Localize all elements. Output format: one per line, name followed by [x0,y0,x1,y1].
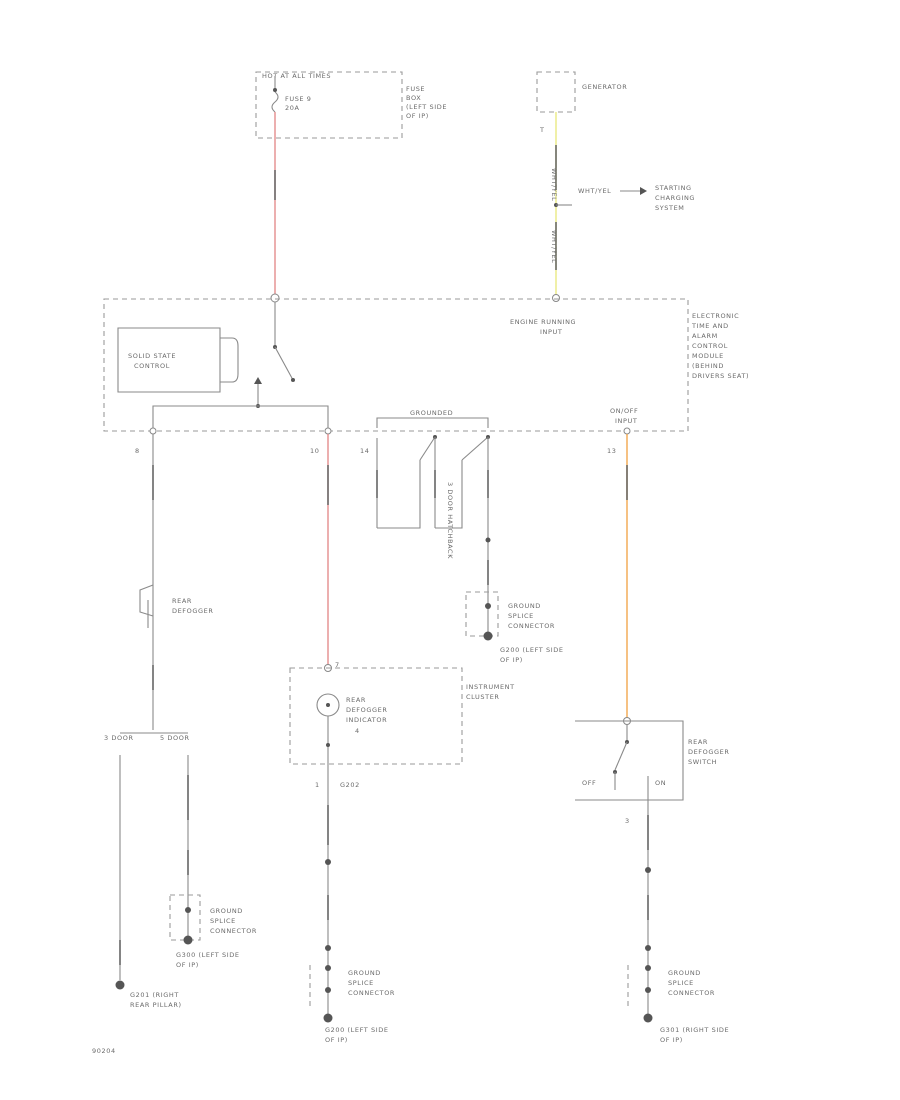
ground-splice-d-1: GROUND [668,969,701,977]
inst-cluster-label-2: CLUSTER [466,693,500,701]
switch-label-2: DEFOGGER [688,748,729,756]
starting-label-2: CHARGING [655,194,695,202]
ground-splice-b-1: GROUND [348,969,381,977]
etac-label-1: ELECTRONIC [692,312,739,320]
g301-label-2: OF IP) [660,1036,683,1044]
solid-state-control [117,327,221,393]
fuse-box-label-2: BOX [406,94,421,102]
inst-pin-label: 7 [335,661,340,669]
switch-label-3: SWITCH [688,758,717,766]
fuse-box-label-1: FUSE [406,85,425,93]
switch-off-label: OFF [582,779,596,787]
ground-splice-a-1: GROUND [210,907,243,915]
ground-splice-c-2: SPLICE [508,612,534,620]
engine-running-label-1: ENGINE RUNNING [510,318,576,326]
figure-code: 90204 [92,1047,116,1055]
fuse-box-label-3: (LEFT SIDE [406,103,447,111]
rear-defogger-grid: REAR DEFOGGER 3 DOOR 5 DOOR [104,434,213,742]
etac-label-7: DRIVERS SEAT) [692,372,749,380]
pin-13-label: 13 [607,447,616,455]
g200-mid-label-1: G200 (LEFT SIDE [500,646,564,654]
rear-defogger-label-2: DEFOGGER [172,607,213,615]
g300-label-1: G300 (LEFT SIDE [176,951,240,959]
g201-label-2: REAR PILLAR) [130,1001,182,1009]
control-module: ENGINE RUNNING INPUT ELECTRONIC TIME AND… [103,298,749,432]
etac-label-3: ALARM [692,332,718,340]
wire-color-label-2: WHT/YEL [550,230,558,263]
inst-cluster-label-1: INSTRUMENT [466,683,515,691]
pin-8-label: 8 [135,447,140,455]
ground-splice-c-1: GROUND [508,602,541,610]
indicator-label-2: DEFOGGER [346,706,387,714]
switch-pin-label: 3 [625,817,630,825]
pin-10-label: 10 [310,447,319,455]
etac-label-2: TIME AND [691,322,729,330]
g301-label-1: G301 (RIGHT SIDE [660,1026,729,1034]
indicator-label-4: 4 [355,727,360,735]
generator-label: GENERATOR [582,83,627,91]
split-5-door-label: 5 DOOR [160,734,190,742]
hot-at-all-times-label: HOT AT ALL TIMES [262,72,331,80]
g201-label-1: G201 (RIGHT [130,991,179,999]
switch-on-label: ON [655,779,666,787]
ground-splice-b-3: CONNECTOR [348,989,395,997]
ground-splice-c-3: CONNECTOR [508,622,555,630]
fuse-box-label-4: OF IP) [406,112,429,120]
ground-splice-d-3: CONNECTOR [668,989,715,997]
rear-defogger-label-1: REAR [172,597,192,605]
generator: GENERATOR T [536,71,627,134]
g202-label: G202 [340,781,360,789]
solid-state-label-2: CONTROL [134,362,170,370]
generator-pin: T [539,126,545,134]
ground-splice-a-2: SPLICE [210,917,236,925]
starting-label-1: STARTING [655,184,692,192]
ground-splice-a-3: CONNECTOR [210,927,257,935]
g300-label-2: OF IP) [176,961,199,969]
fuse-rating-label: 20A [285,104,300,112]
etac-label-5: MODULE [692,352,724,360]
grounded-label: GROUNDED [410,409,453,417]
pin-14-label: 14 [360,447,369,455]
indicator-label-3: INDICATOR [346,716,387,724]
engine-running-label-2: INPUT [540,328,562,336]
ground-splice-b-2: SPLICE [348,979,374,987]
fuse-box: HOT AT ALL TIMES FUSE 9 20A FUSE BOX (LE… [255,71,447,139]
etac-label-6: (BEHIND [692,362,724,370]
wire-color-label-1: WHT/YEL [550,168,558,201]
g200-bottom-label-2: OF IP) [325,1036,348,1044]
fuse-name-label: FUSE 9 [285,95,312,103]
split-3-door-label: 3 DOOR [104,734,134,742]
on-off-input-label-1: ON/OFF [610,407,638,415]
hatchback-vertical-label: 3 DOOR HATCHBACK [446,482,454,559]
indicator-label-1: REAR [346,696,366,704]
switch-label-1: REAR [688,738,708,746]
solid-state-label-1: SOLID STATE [128,352,176,360]
pin-1-label: 1 [315,781,320,789]
instrument-cluster: 7 INSTRUMENT CLUSTER REAR DEFOGGER INDIC… [289,661,515,765]
etac-label-4: CONTROL [692,342,728,350]
g200-mid-label-2: OF IP) [500,656,523,664]
starting-label-3: SYSTEM [655,204,685,212]
rear-defogger-switch: OFF ON REAR DEFOGGER SWITCH [575,720,729,801]
ground-splice-d-2: SPLICE [668,979,694,987]
g200-bottom-label-1: G200 (LEFT SIDE [325,1026,389,1034]
wht-yel-branch-label: WHT/YEL [578,187,611,195]
grounded-input-branch: 3 DOOR HATCHBACK GROUND SPLICE CONNECTOR… [376,435,564,664]
on-off-input-label-2: INPUT [615,417,637,425]
